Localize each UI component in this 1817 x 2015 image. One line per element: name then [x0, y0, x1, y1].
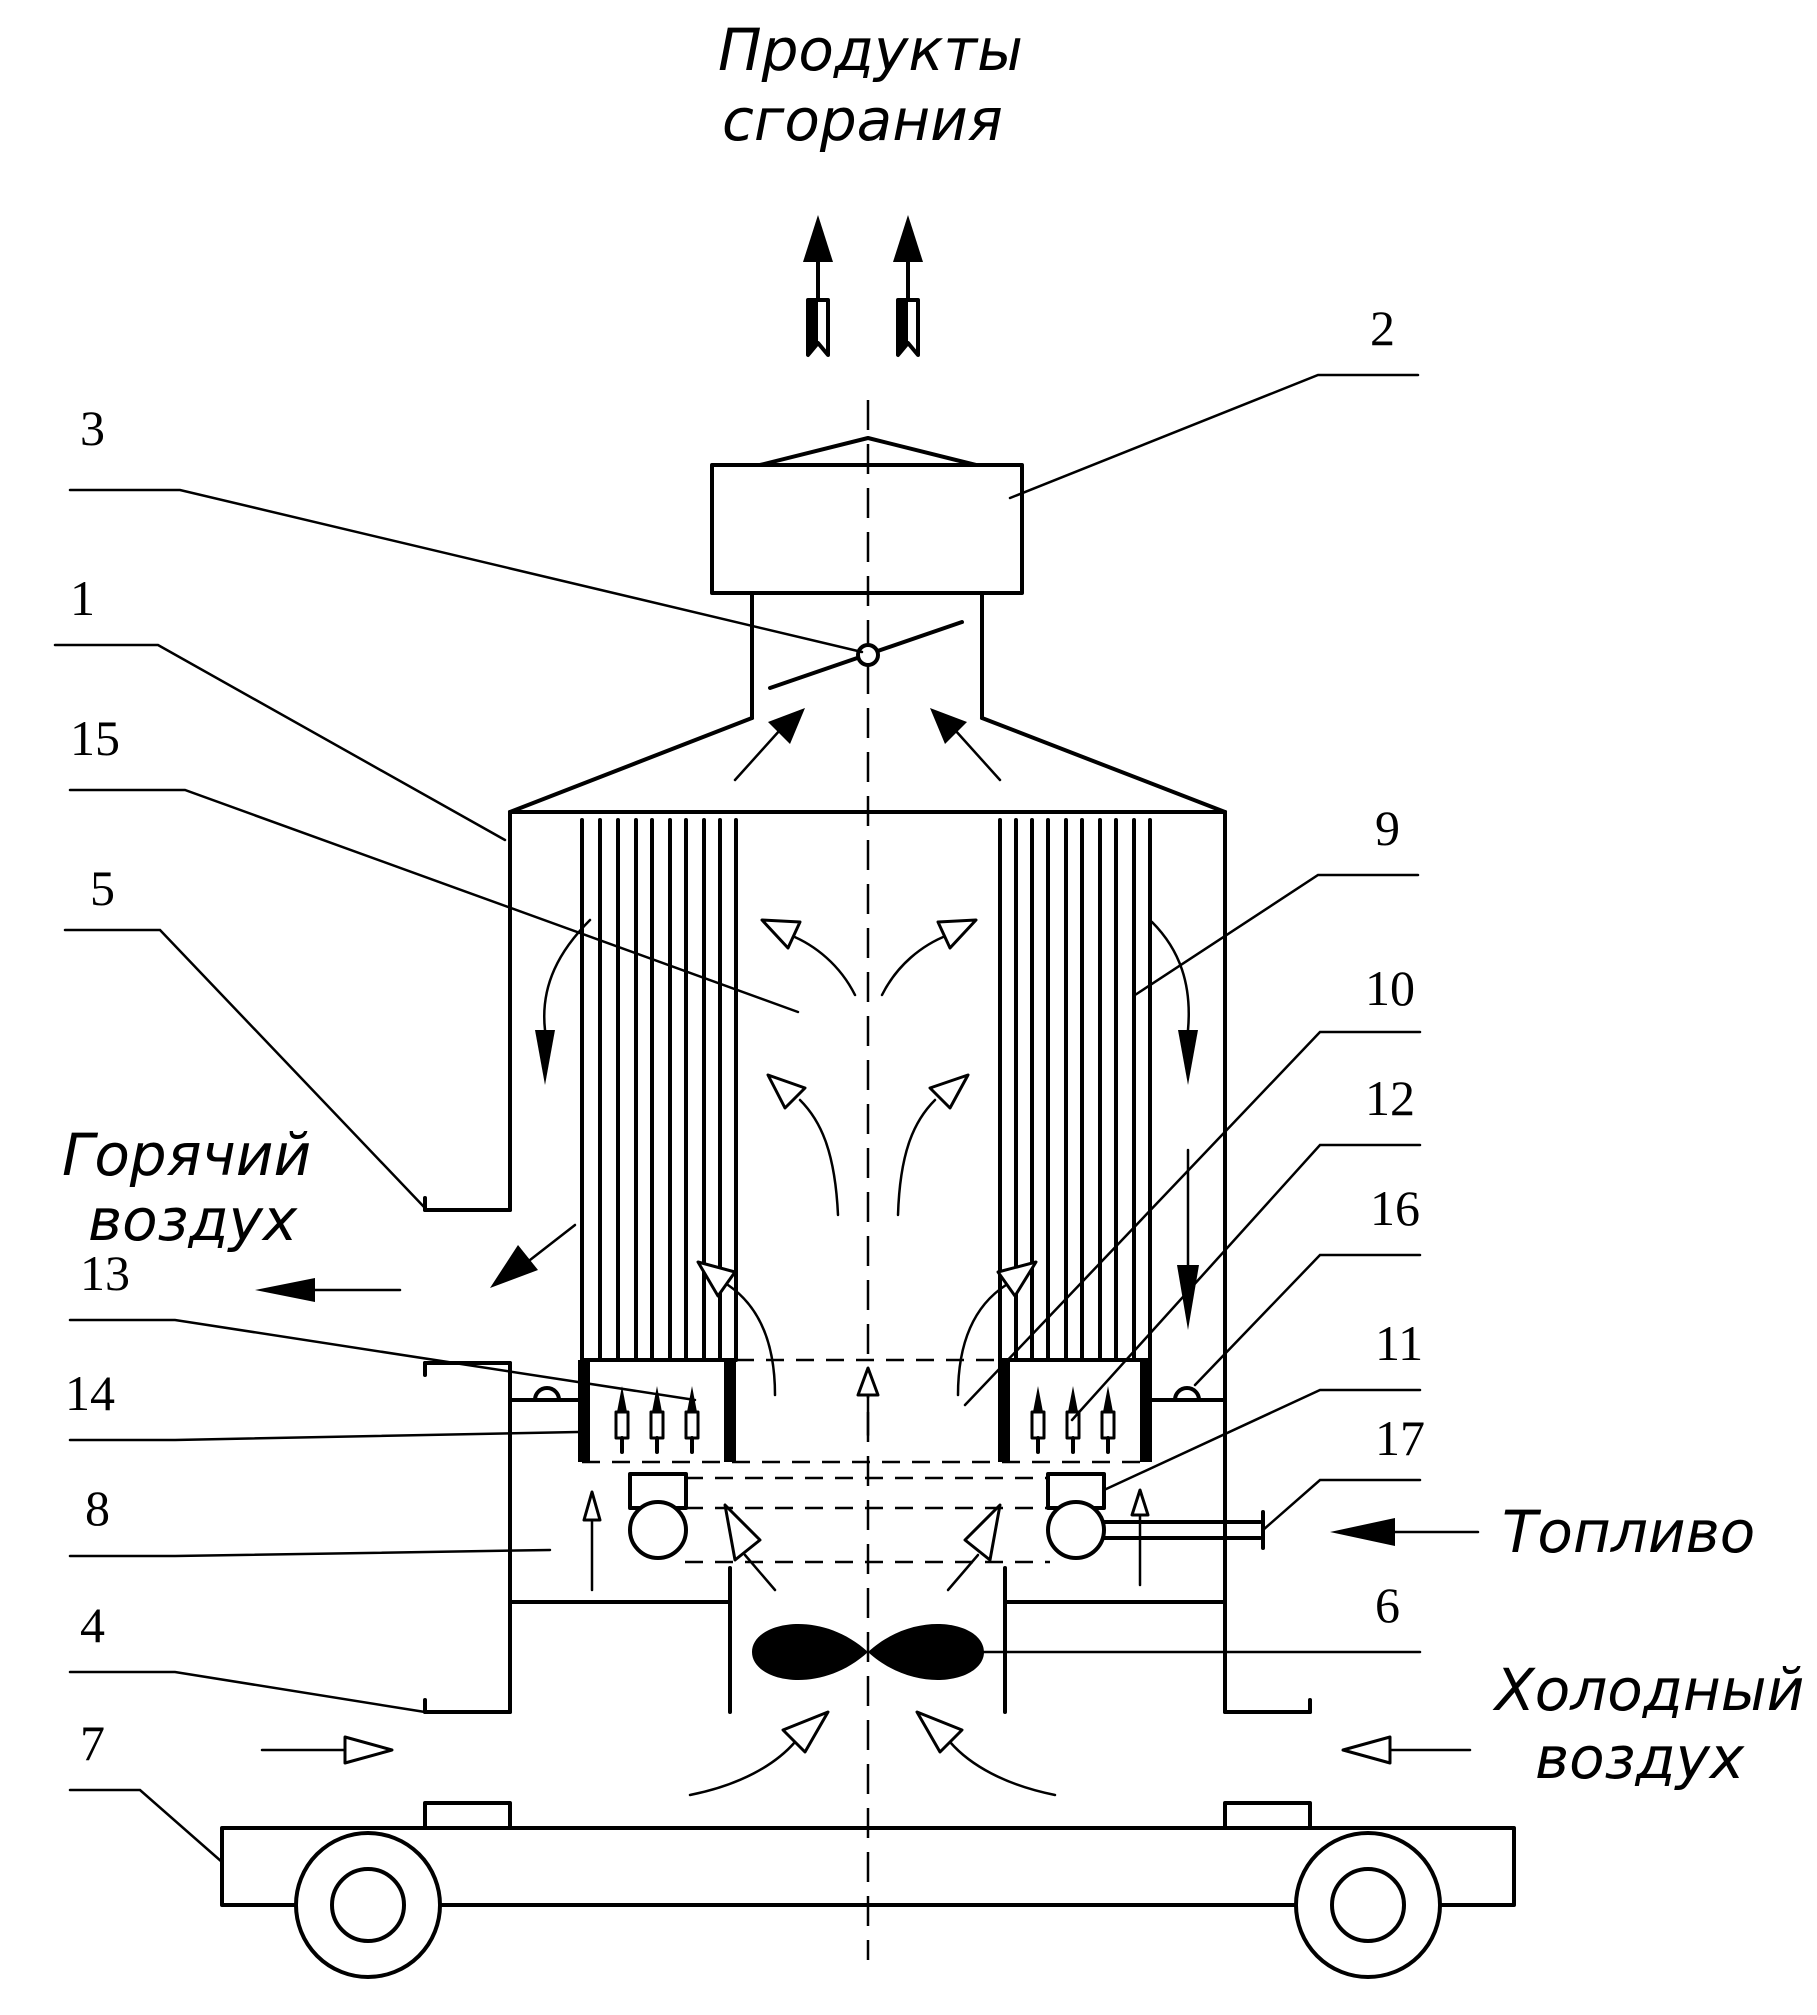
flow-arrows: [255, 215, 1478, 1795]
callout-7: 7: [80, 1715, 105, 1771]
callout-5: 5: [90, 860, 115, 916]
callout-15: 15: [70, 710, 120, 766]
callout-4: 4: [80, 1597, 105, 1653]
caption-combustion-products-line2: сгорания: [722, 86, 1003, 154]
caption-fuel: Топливо: [1502, 1498, 1755, 1566]
burner-nozzles-left: [616, 1386, 698, 1452]
fuel-manifold-right: [1048, 1474, 1104, 1558]
callout-8: 8: [85, 1480, 110, 1536]
callout-17: 17: [1375, 1410, 1425, 1466]
callout-1: 1: [70, 570, 95, 626]
callout-16: 16: [1370, 1180, 1420, 1236]
caption-cold-air-line2: воздух: [1535, 1724, 1745, 1792]
callout-2: 2: [1370, 300, 1395, 356]
callout-6: 6: [1375, 1577, 1400, 1633]
caption-combustion-products-line1: Продукты: [718, 16, 1023, 84]
callout-10: 10: [1365, 960, 1415, 1016]
fuel-manifold-left: [630, 1474, 686, 1558]
callout-11: 11: [1375, 1315, 1423, 1371]
callout-12: 12: [1365, 1070, 1415, 1126]
wheel-left: [296, 1833, 440, 1977]
callout-3: 3: [80, 400, 105, 456]
caption-hot-air-line1: Горячий: [62, 1121, 311, 1189]
exhaust-cap: [712, 465, 1022, 593]
caption-cold-air-line1: Холодный: [1492, 1656, 1804, 1724]
wheel-right: [1296, 1833, 1440, 1977]
callout-14: 14: [65, 1365, 115, 1421]
damper: [770, 622, 962, 688]
caption-hot-air-line2: воздух: [88, 1186, 298, 1254]
fuel-line: [1104, 1512, 1263, 1548]
callout-9: 9: [1375, 800, 1400, 856]
